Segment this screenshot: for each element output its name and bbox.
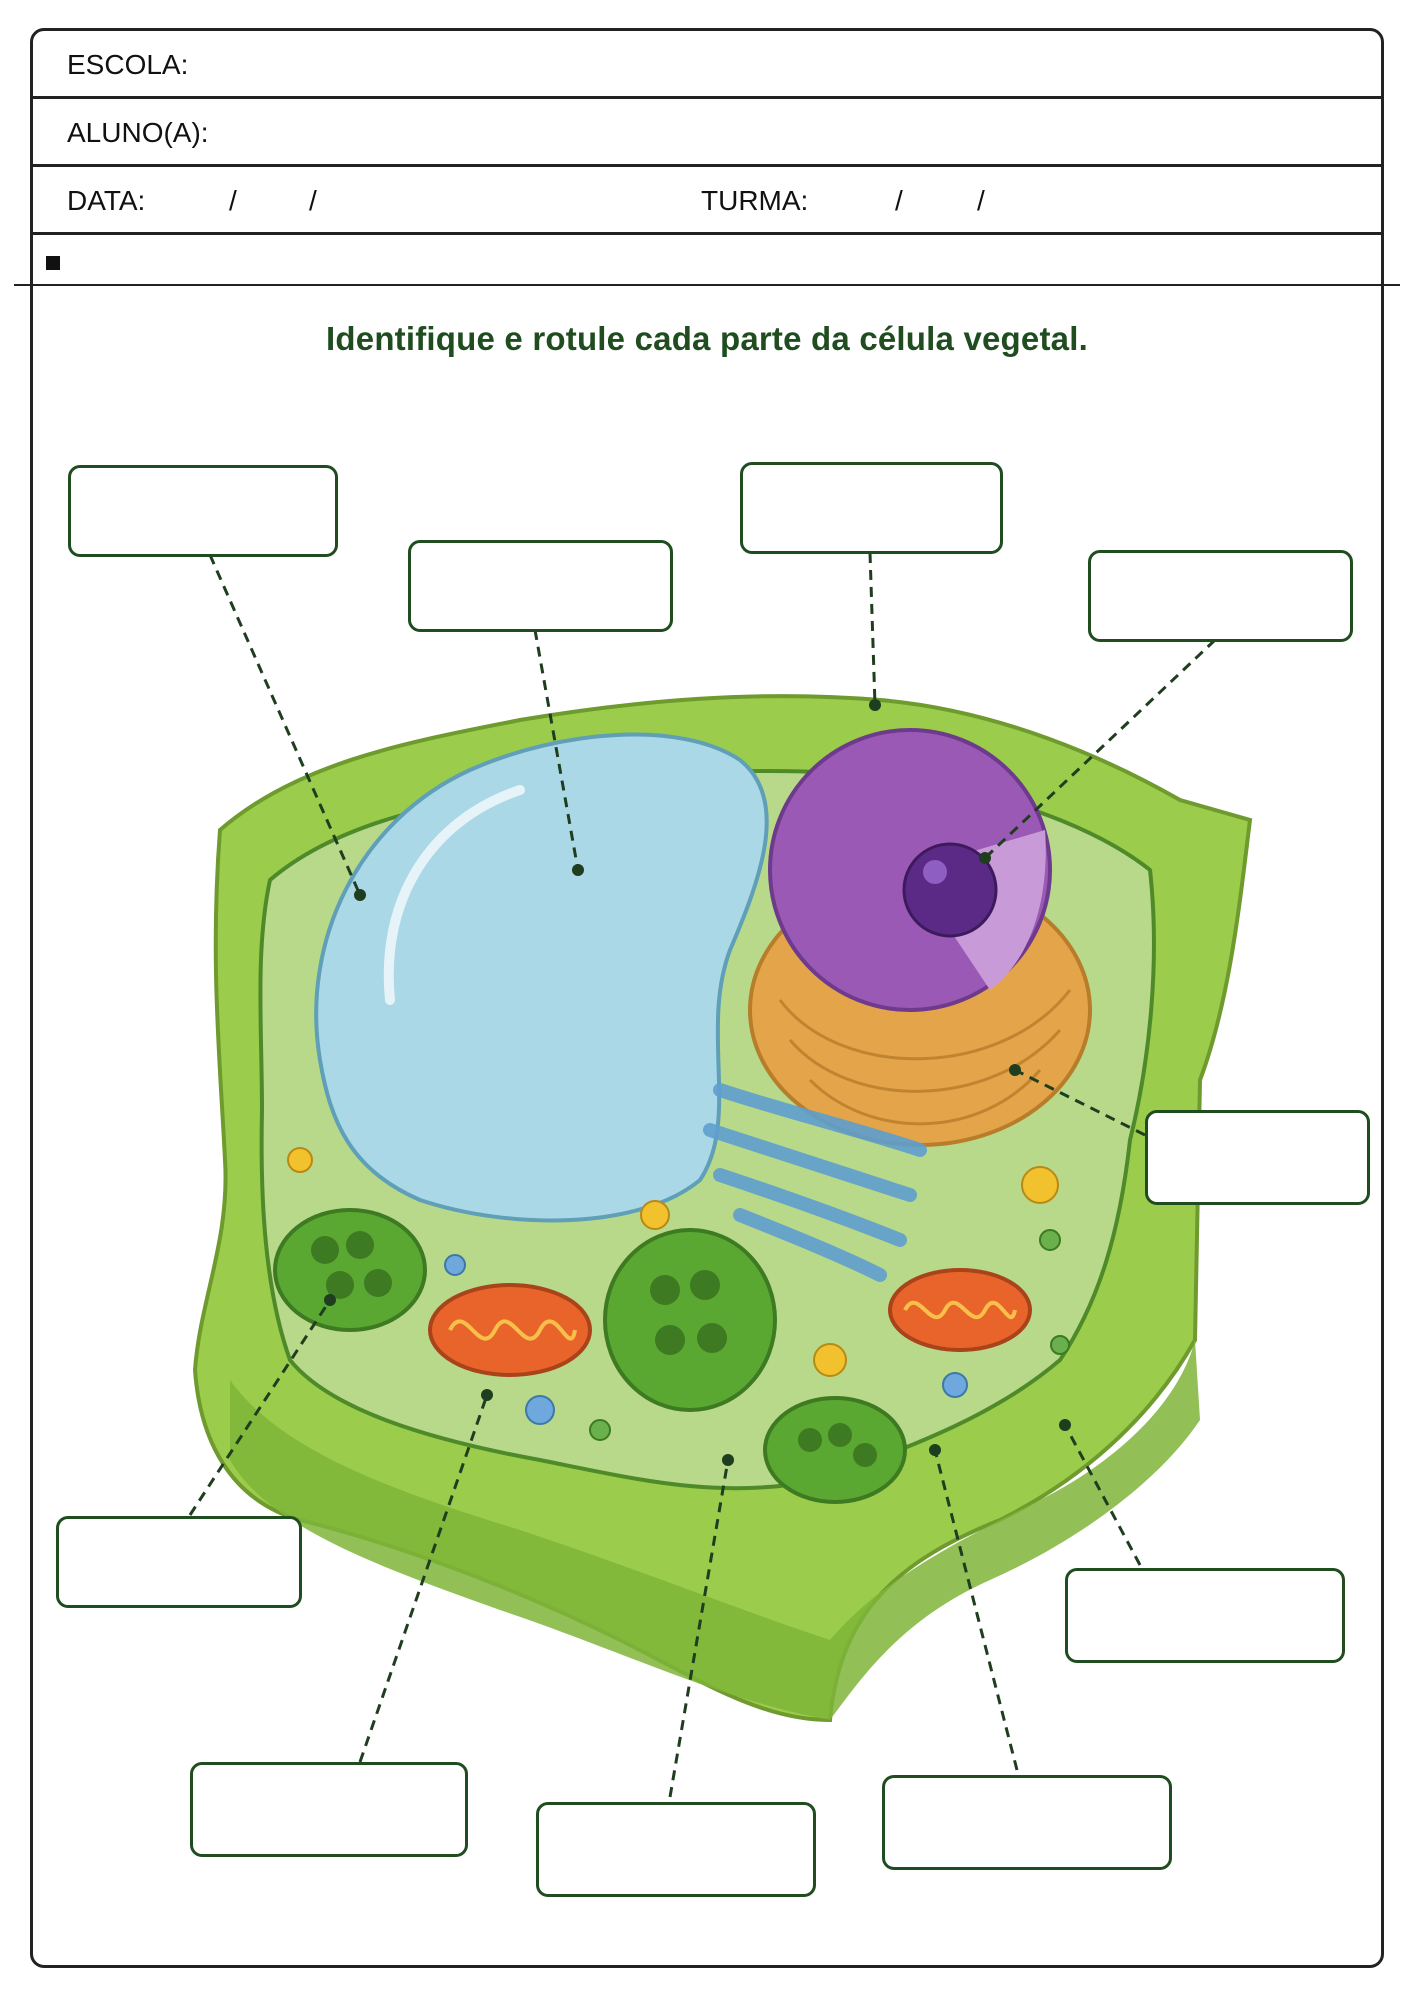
label-box-nucleus[interactable] (740, 462, 1003, 554)
chloroplast-2 (603, 1228, 777, 1412)
label-box-chloroplast[interactable] (882, 1775, 1172, 1870)
mitochondrion-1 (428, 1283, 592, 1377)
student-label: ALUNO(A): (67, 117, 209, 148)
cell-wall-side (230, 1340, 1200, 1720)
mitochondrion-2 (888, 1268, 1032, 1352)
leader-lines (188, 552, 1217, 1798)
label-box-chloroplast-left[interactable] (56, 1516, 302, 1608)
student-row[interactable]: ALUNO(A): (33, 99, 1381, 167)
date-class-row: DATA: / / TURMA: / / (33, 167, 1381, 235)
label-box-golgi[interactable] (1145, 1110, 1370, 1205)
endoplasmic-reticulum (703, 1083, 927, 1282)
instruction-title: Identifique e rotule cada parte da célul… (326, 320, 1088, 357)
chloroplast-3 (763, 1396, 907, 1504)
label-box-vacuole[interactable] (408, 540, 673, 632)
label-box-nucleolus[interactable] (1088, 550, 1353, 642)
date-slash-2: / (309, 185, 317, 216)
class-label: TURMA: (701, 185, 809, 216)
chloroplast-1 (273, 1208, 427, 1332)
class-slash-2: / (977, 185, 985, 216)
label-box-cytoplasm[interactable] (536, 1802, 816, 1897)
label-box-mitochondrion[interactable] (190, 1762, 468, 1857)
worksheet-frame: ESCOLA: ALUNO(A): DATA: / / TURMA: / / (30, 28, 1384, 1968)
school-label: ESCOLA: (67, 49, 189, 80)
date-slash-1: / (229, 185, 237, 216)
school-row[interactable]: ESCOLA: (33, 31, 1381, 99)
date-label: DATA: (67, 185, 146, 216)
divider-line (14, 284, 1400, 286)
label-box-cell-membrane[interactable] (1065, 1568, 1345, 1663)
label-box-cell-wall[interactable] (68, 465, 338, 557)
bullet-marker (46, 256, 60, 270)
class-slash-1: / (895, 185, 903, 216)
